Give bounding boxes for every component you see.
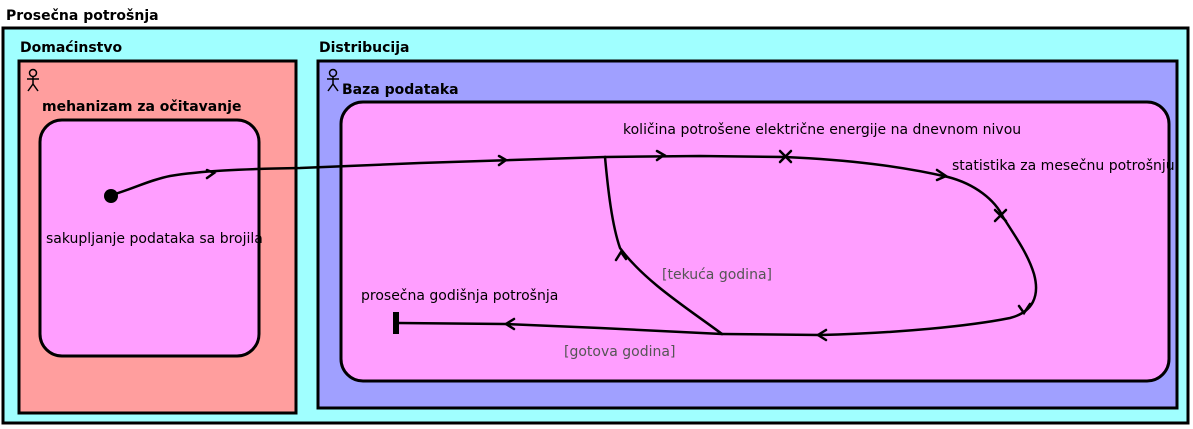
final-bar [393,312,399,334]
arrowhead [205,168,217,180]
cross-mark [778,149,793,164]
arrowhead [935,168,949,182]
flow-lines [110,154,1038,337]
flow-markers [778,149,1008,223]
label-daily: količina potrošene električne energije n… [623,122,1021,138]
arrowhead [497,154,509,167]
guard-current-year: [tekuća godina] [662,267,772,283]
cross-mark [993,208,1008,223]
actor-distribution-name: Baza podataka [342,82,459,98]
actor-icon-distribution [327,68,339,92]
actor-icon-household [27,68,39,92]
arrowhead [503,317,516,331]
lane-household-label: Domaćinstvo [20,40,122,56]
arrowhead [815,328,828,342]
lane-distribution-label: Distribucija [319,40,409,56]
activity-box-household [38,118,261,358]
arrowhead [1017,302,1032,316]
arrowhead [614,249,628,262]
guard-finished-year: [gotova godina] [564,344,675,360]
activity-box-distribution [339,100,1171,383]
flow-arrowheads [205,149,1032,342]
diagram-title: Prosečna potrošnja [6,8,159,24]
label-collect: sakupljanje podataka sa brojila [46,231,263,247]
initial-node [104,189,118,203]
actor-household-name: mehanizam za očitavanje [42,99,241,115]
label-monthly: statistika za mesečnu potrošnju [952,158,1175,174]
label-yearly: prosečna godišnja potrošnja [361,288,558,304]
arrowhead [655,149,667,162]
